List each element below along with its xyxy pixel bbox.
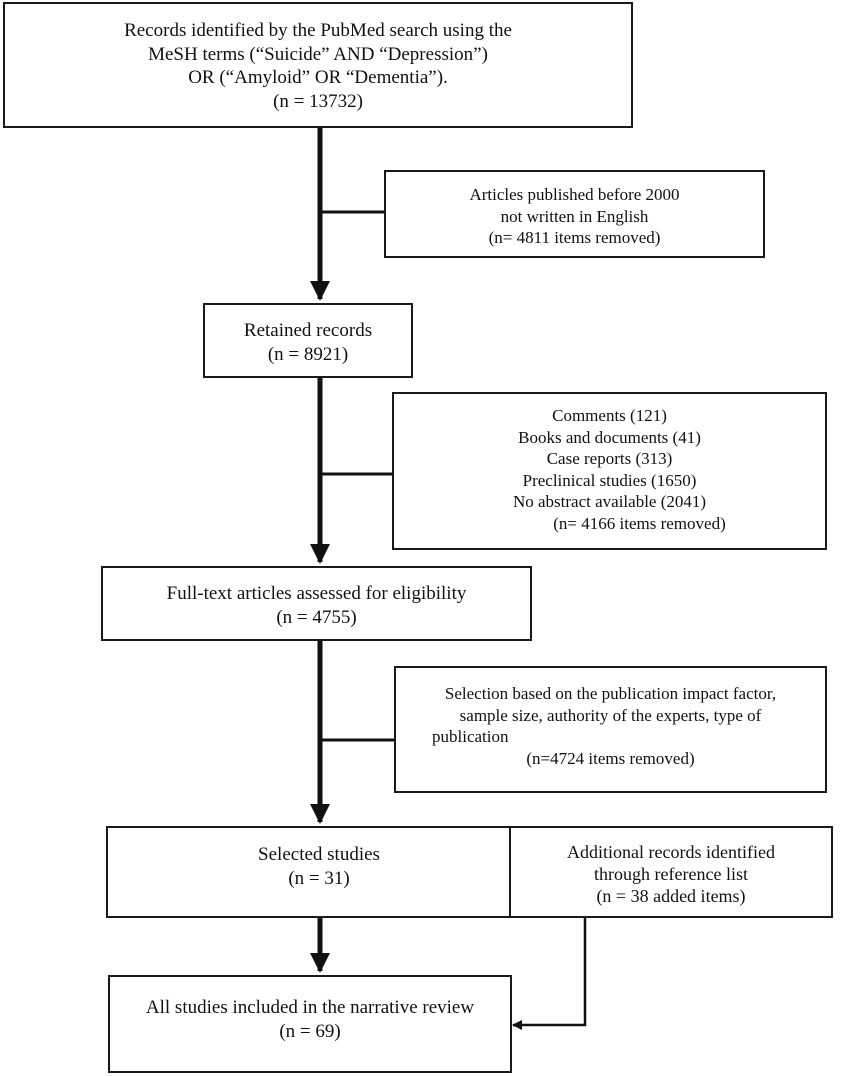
excluded-types-count: (n= 4166 items removed) (553, 513, 726, 533)
excluded-language-line-1: Articles published before 2000 (469, 185, 680, 204)
retained-label: Retained records (243, 320, 373, 341)
box-excluded-language: Articles published before 2000 not writt… (384, 170, 765, 258)
box-excluded-types: Comments (121) Books and documents (41) … (392, 392, 827, 550)
box-included-studies: All studies included in the narrative re… (108, 975, 512, 1073)
excluded-language-count: (n= 4811 items removed) (488, 228, 661, 247)
selected-count: (n = 31) (288, 867, 350, 889)
additional-line-2: through reference list (594, 864, 748, 884)
selection-line-1: Selection based on the publication impac… (444, 684, 777, 703)
additional-line-1: Additional records identified (567, 842, 775, 862)
arrow-additional-to-included (512, 918, 587, 1030)
box-fulltext-assessed: Full-text articles assessed for eligibil… (101, 566, 532, 641)
excluded-no-abstract: No abstract available (2041) (512, 492, 707, 511)
selection-line-3: publication (432, 727, 509, 746)
selection-count: (n=4724 items removed) (526, 748, 695, 768)
search-line-1: Records identified by the PubMed search … (124, 20, 512, 41)
additional-count: (n = 38 added items) (596, 886, 746, 906)
search-line-3: OR (“Amyloid” OR “Dementia”). (188, 67, 448, 88)
excluded-case-reports: Case reports (313) (546, 449, 673, 468)
box-retained-records: Retained records (n = 8921) (203, 303, 413, 378)
box-selected-studies: Selected studies (n = 31) (106, 826, 532, 918)
included-label: All studies included in the narrative re… (145, 997, 475, 1018)
search-line-2: MeSH terms (“Suicide” AND “Depression”) (148, 43, 488, 65)
fulltext-label: Full-text articles assessed for eligibil… (166, 583, 467, 604)
fulltext-count: (n = 4755) (276, 606, 357, 628)
excluded-preclinical: Preclinical studies (1650) (522, 470, 697, 490)
excluded-language-line-2: not written in English (500, 206, 649, 226)
box-excluded-selection: Selection based on the publication impac… (394, 666, 827, 793)
included-count: (n = 69) (279, 1020, 341, 1042)
selection-line-2: sample size, authority of the experts, t… (459, 705, 762, 725)
retained-count: (n = 8921) (267, 343, 349, 365)
excluded-comments: Comments (121) (552, 406, 667, 425)
selected-label: Selected studies (258, 844, 380, 865)
box-additional-records: Additional records identified through re… (509, 826, 833, 918)
search-count: (n = 13732) (273, 90, 363, 112)
box-search-records: Records identified by the PubMed search … (3, 2, 633, 128)
excluded-books: Books and documents (41) (518, 427, 701, 447)
